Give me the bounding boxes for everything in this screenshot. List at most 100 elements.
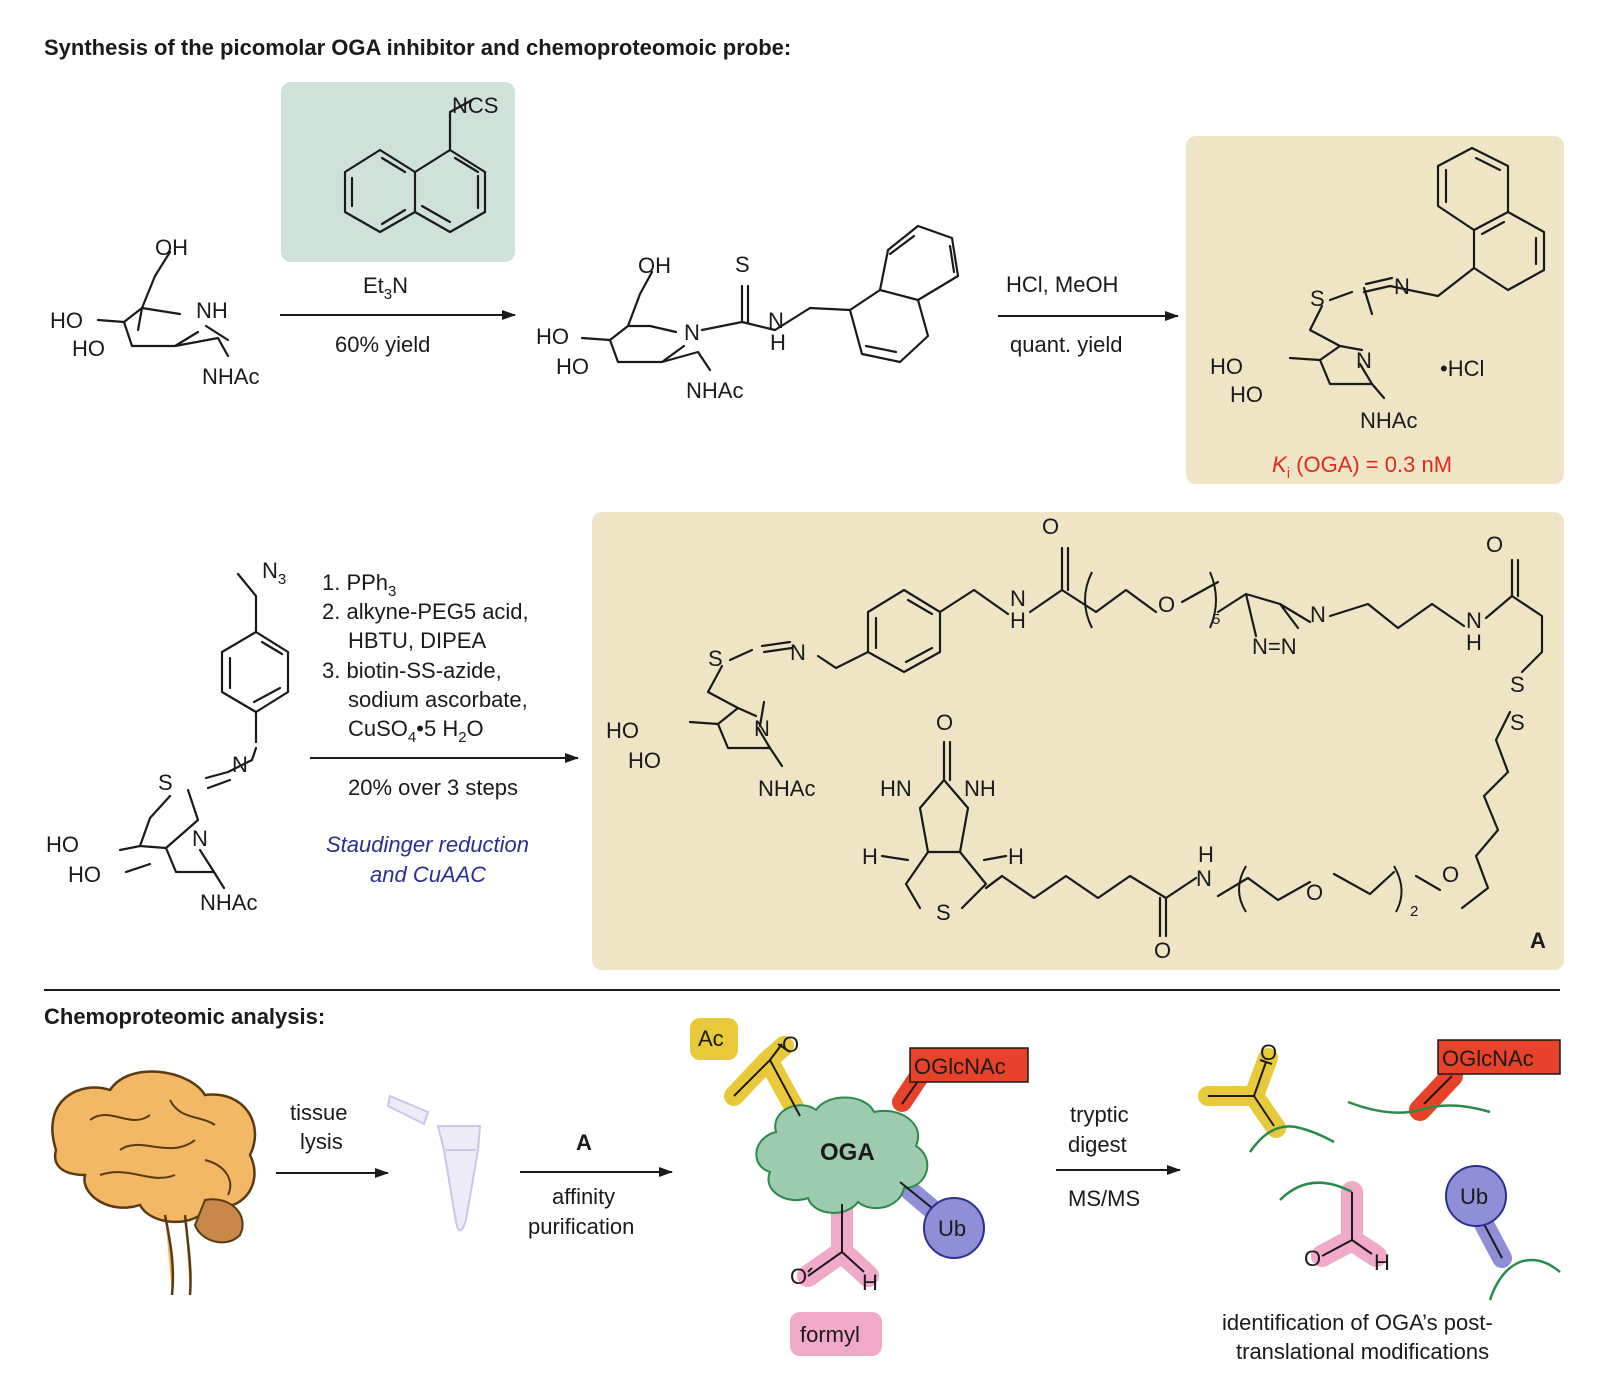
svg-text:H: H [1374,1250,1390,1275]
svg-text:HO: HO [50,308,83,333]
oglcnac-label: OGlcNAc [914,1054,1006,1079]
svg-text:O: O [1158,592,1175,617]
svg-text:HO: HO [606,718,639,743]
svg-text:HO: HO [1210,354,1243,379]
hcl-salt: •HCl [1440,356,1484,381]
oglcnac-tag [909,1047,1029,1083]
probe-box [592,512,1564,970]
svg-text:N: N [768,308,784,333]
peptide-fragments: O OGlcNAc O H Ub [1198,1039,1561,1301]
microcentrifuge-tube-icon [386,1094,482,1232]
lysis-line2: lysis [300,1129,343,1154]
svg-text:1. PPh3: 1. PPh3 [322,570,396,600]
svg-text:5: 5 [1212,611,1220,628]
result-line1: identification of OGA’s post- [1222,1310,1493,1335]
svg-text:S: S [936,900,951,925]
fragment-oglcnac-tag [1437,1039,1561,1075]
fragment-ubiquitin-tag [1445,1165,1507,1227]
svg-text:N: N [192,826,208,851]
lysis-line1: tissue [290,1100,347,1125]
svg-text:N: N [1010,586,1026,611]
svg-text:OH: OH [638,253,671,278]
ubiquitin-label: Ub [938,1216,966,1241]
chemoproteomic-heading: Chemoproteomic analysis: [44,1004,325,1029]
svg-text:N: N [1356,348,1372,373]
svg-text:OH: OH [155,235,188,260]
azide-precursor: N3 S N N HO HO NHAc [46,558,290,915]
base-label: Et3N [363,273,408,303]
svg-text:HN: HN [880,776,912,801]
svg-text:NHAc: NHAc [686,378,743,403]
svg-text:HO: HO [72,336,105,361]
svg-text:CuSO4•5 H2O: CuSO4•5 H2O [348,716,484,746]
svg-text:O: O [1042,514,1059,539]
svg-text:O: O [1304,1246,1321,1271]
svg-text:O: O [936,710,953,735]
svg-text:Ub: Ub [1460,1184,1488,1209]
method-line1: Staudinger reduction [326,832,529,857]
synthesis-heading: Synthesis of the picomolar OGA inhibitor… [44,35,791,60]
svg-text:N: N [790,640,806,665]
svg-text:N: N [1196,866,1212,891]
starting-material-iminosugar: OH HO HO NH NHAc [50,235,259,389]
svg-text:HO: HO [536,324,569,349]
svg-text:H: H [770,330,786,355]
svg-text:N: N [754,716,770,741]
affinity-reagent: A [576,1130,592,1155]
svg-text:sodium ascorbate,: sodium ascorbate, [348,687,528,712]
svg-text:O: O [782,1032,799,1057]
thiazoline-inhibitor: S N N HO HO NHAc [1210,146,1546,433]
svg-text:HO: HO [46,832,79,857]
probe-a-structure: O O N H O 5 N N=N N H S S S N N HO HO NH… [606,514,1544,963]
step3-conditions: 1. PPh3 2. alkyne-PEG5 acid, HBTU, DIPEA… [322,570,529,746]
svg-text:H: H [862,1270,878,1295]
svg-text:HO: HO [68,862,101,887]
svg-text:H: H [1198,842,1214,867]
svg-text:O: O [790,1264,807,1289]
svg-text:S: S [158,770,173,795]
result-line2: translational modifications [1236,1339,1489,1364]
svg-text:H: H [1010,608,1026,633]
ubiquitin-tag [923,1197,985,1259]
svg-text:H: H [1008,844,1024,869]
svg-text:N: N [1466,608,1482,633]
svg-text:N=N: N=N [1252,634,1297,659]
thiourea-intermediate: OH S HO HO N N H NHAc [536,224,960,403]
svg-text:S: S [735,252,750,277]
svg-text:HO: HO [1230,382,1263,407]
msms-label: MS/MS [1068,1186,1140,1211]
probe-label: A [1530,928,1546,953]
ki-value: Ki (OGA) = 0.3 nM [1272,452,1452,482]
svg-text:OGlcNAc: OGlcNAc [1442,1046,1534,1071]
formyl-label: formyl [800,1322,860,1347]
svg-text:NHAc: NHAc [200,890,257,915]
svg-text:S: S [1510,710,1525,735]
ncs-label: NCS [452,93,498,118]
brain-illustration [51,1070,257,1296]
svg-text:NHAc: NHAc [202,364,259,389]
inhibitor-box [1186,136,1564,484]
digest-line2: digest [1068,1132,1127,1157]
reagent-box [281,82,515,262]
naphthylmethyl-isothiocyanate: NCS [343,93,498,234]
affinity-line1: affinity [552,1184,615,1209]
acetyl-tag [690,1018,738,1060]
svg-text:HO: HO [556,354,589,379]
formyl-tag [790,1312,882,1356]
svg-text:NHAc: NHAc [1360,408,1417,433]
svg-text:O: O [1260,1040,1277,1065]
svg-text:3. biotin-SS-azide,: 3. biotin-SS-azide, [322,658,502,683]
affinity-line2: purification [528,1214,634,1239]
svg-text:2. alkyne-PEG5 acid,: 2. alkyne-PEG5 acid, [322,599,529,624]
acetyl-label: Ac [698,1026,724,1051]
svg-text:O: O [1154,938,1171,963]
digest-line1: tryptic [1070,1102,1129,1127]
svg-text:HO: HO [628,748,661,773]
svg-text:H: H [862,844,878,869]
step1-yield: 60% yield [335,332,430,357]
svg-text:S: S [1310,286,1325,311]
svg-text:2: 2 [1410,903,1418,920]
svg-text:NH: NH [196,298,228,323]
svg-text:N: N [684,320,700,345]
